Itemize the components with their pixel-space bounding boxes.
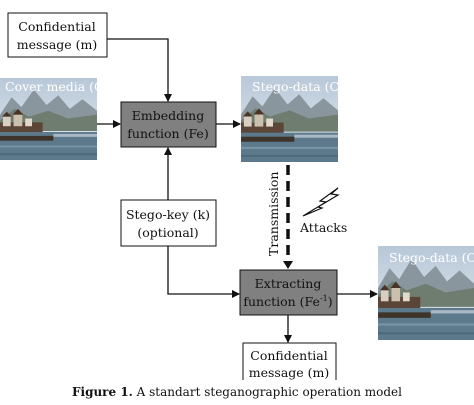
confidential-top-line2: message (m)	[17, 37, 98, 52]
embedding-function-box: Embedding function (Fe)	[120, 101, 217, 148]
attacks-label: Attacks	[299, 220, 347, 235]
stego-key-box: Stego-key (k) (optional)	[120, 199, 217, 247]
confidential-bottom-line2: message (m)	[249, 365, 330, 380]
confidential-top-line1: Confidential	[18, 19, 95, 34]
caption-figure-number: Figure 1.	[71, 385, 133, 399]
confidential-message-top-box: Confidential message (m)	[7, 12, 108, 58]
transmission-arrowhead	[283, 261, 293, 269]
cover-media-label: Cover media (C)	[5, 79, 109, 94]
extracting-function-box: Extracting function (Fe-1)	[239, 269, 338, 316]
connectors	[97, 38, 378, 343]
lightning-bolt-icon	[302, 187, 340, 217]
figure-caption: Figure 1. A standart steganographic oper…	[0, 385, 474, 399]
confidential-bottom-line1: Confidential	[250, 348, 327, 363]
transmission-label: Transmission	[266, 172, 281, 257]
confidential-message-bottom-box: Confidential message (m)	[242, 342, 337, 380]
stego-key-line1: Stego-key (k)	[126, 207, 210, 222]
caption-text: A standart steganographic operation mode…	[132, 385, 402, 399]
stego-data-top-image: Stego-data (C')	[241, 76, 347, 162]
steganography-diagram: Confidential message (m) Cover media (C)…	[0, 12, 474, 380]
arrow-message-to-embedding	[107, 38, 172, 102]
stego-data-right-label: Stego-data (C')	[389, 250, 474, 265]
stego-data-right-image: Stego-data (C')	[378, 246, 474, 340]
extracting-line1: Extracting	[255, 276, 322, 291]
arrow-key-to-extracting	[167, 246, 240, 298]
stego-data-top-label: Stego-data (C')	[252, 79, 347, 94]
embedding-line2: function (Fe)	[127, 126, 208, 141]
cover-media-image: Cover media (C)	[0, 78, 109, 160]
extracting-line2: function (Fe-1)	[243, 294, 332, 309]
stego-key-line2: (optional)	[137, 225, 198, 240]
embedding-line1: Embedding	[132, 108, 204, 123]
